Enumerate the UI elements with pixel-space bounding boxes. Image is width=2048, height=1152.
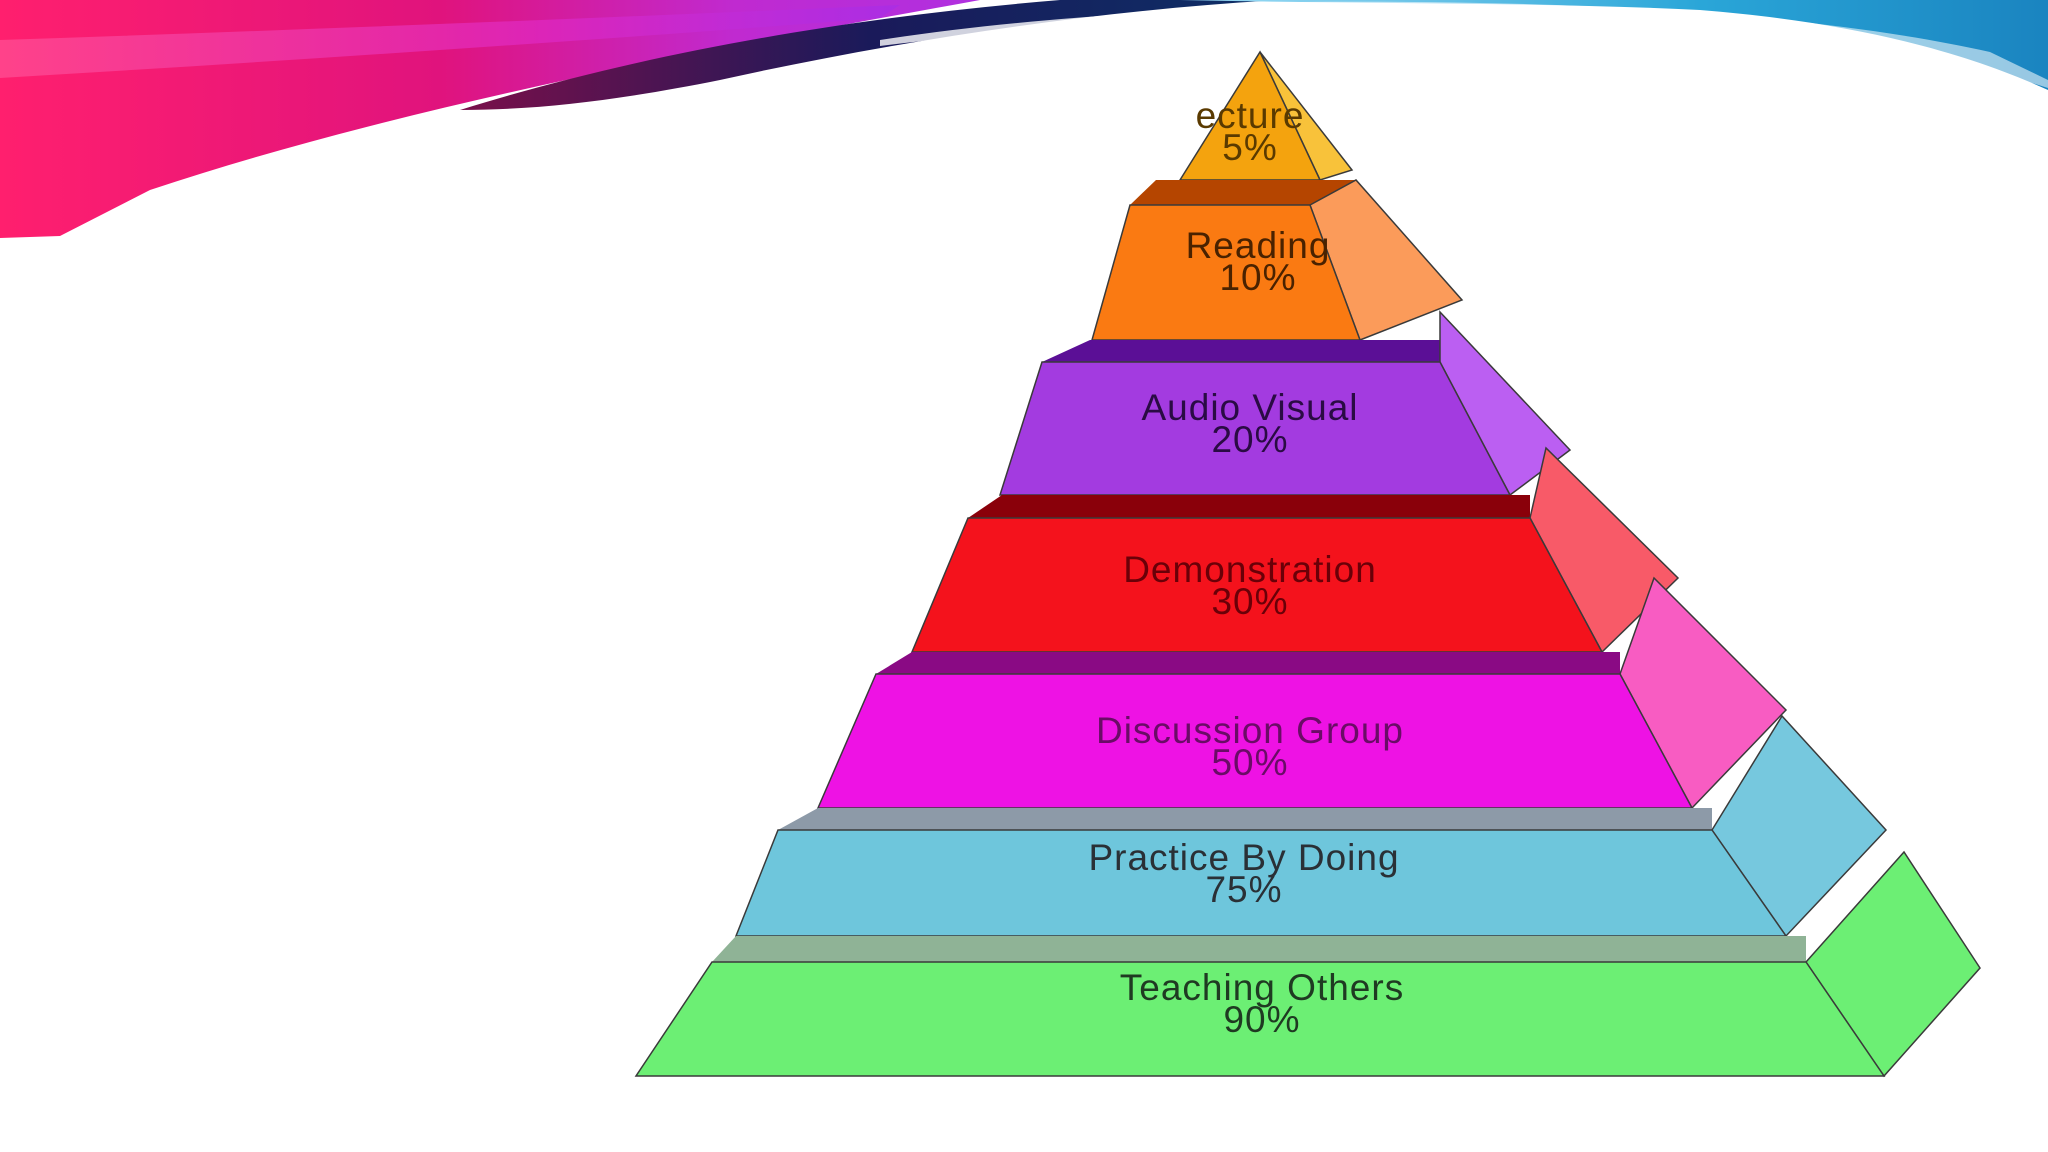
- tier-name-label: Discussion Group: [1096, 710, 1404, 751]
- tier-top-face: [1130, 180, 1356, 205]
- tier-top-face: [968, 495, 1530, 518]
- swoosh-cyan-band: [1180, 0, 2048, 90]
- tier-top-face: [1042, 340, 1440, 362]
- tier-name-label: Audio Visual: [1141, 387, 1358, 428]
- tier-percent-label: 5%: [1222, 127, 1277, 168]
- tier-percent-label: 90%: [1223, 999, 1300, 1040]
- tier-top-face: [778, 808, 1712, 830]
- tier-front-face: [634, 961, 1886, 1077]
- tier-percent-label: 30%: [1211, 581, 1288, 622]
- decorative-swoosh-banner: [0, 0, 2048, 238]
- tier-name-label: ecture: [1196, 95, 1305, 136]
- tier-percent-label: 50%: [1211, 742, 1288, 783]
- tier-name-label: Teaching Others: [1120, 967, 1404, 1008]
- tier-name-label: Reading: [1186, 225, 1331, 266]
- tier-percent-label: 75%: [1205, 869, 1282, 910]
- swoosh-dark-band: [460, 0, 1280, 110]
- tier-top-face: [876, 652, 1620, 674]
- tier-percent-label: 20%: [1211, 419, 1288, 460]
- tier-name-label: Demonstration: [1123, 549, 1377, 590]
- tier-name-label: Practice By Doing: [1088, 837, 1399, 878]
- swoosh-light-streak: [0, 5, 900, 78]
- tier-percent-label: 10%: [1219, 257, 1296, 298]
- tier-top-face: [712, 936, 1806, 962]
- swoosh-cyan-highlight: [1300, 1, 2048, 88]
